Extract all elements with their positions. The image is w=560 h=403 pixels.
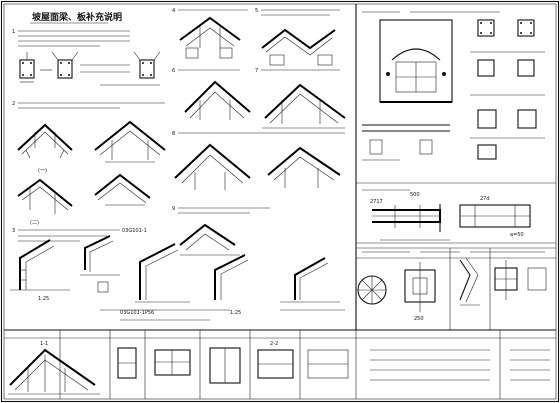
middle-details: 4 5 6 7 8 <box>100 8 346 321</box>
note-3-ref: 03G101-1 <box>122 228 147 234</box>
ref-a: 03G101-1P56 <box>120 310 154 316</box>
dim-500: 500 <box>410 192 420 198</box>
section-1-1-label: 1-1 <box>40 341 48 347</box>
section-2-ridge-frames: 2 (一) (二) <box>12 101 166 226</box>
dim-label: 1 <box>12 29 15 35</box>
dim-label: 3 <box>12 228 15 234</box>
case-1-label: (一) <box>38 168 47 174</box>
dim-label: 5 <box>255 8 258 14</box>
dim-label: 8 <box>172 131 175 137</box>
right-lower-nodes: 250 <box>356 248 556 330</box>
section-2-2-label: 2-2 <box>270 341 278 347</box>
case-2-label: (二) <box>30 220 39 226</box>
right-top-details <box>362 11 545 161</box>
dim-2717: 2717 <box>370 199 383 205</box>
ref-b: 1:25 <box>230 310 241 316</box>
dim-label: 6 <box>172 68 175 74</box>
sheet-inner-border <box>3 3 557 400</box>
dim-label: 2 <box>12 101 15 107</box>
dim-a50: a=50 <box>510 232 524 238</box>
section-1-details: 1 <box>12 29 161 86</box>
note-3-scale: 1:25 <box>38 296 49 302</box>
section-3-notes: 3 03G101-1 1:25 <box>10 228 147 302</box>
dim-label: 9 <box>172 206 175 212</box>
dim-27d: 27d <box>480 196 490 202</box>
dim-label: 4 <box>172 8 175 14</box>
dim-label: 7 <box>255 68 258 74</box>
main-title: 坡屋面梁、板补充说明 <box>32 11 122 23</box>
bottom-strip: 1-1 2-2 <box>4 330 556 399</box>
dim-250: 250 <box>414 316 424 322</box>
right-middle-beam: 2717 500 a=50 27d <box>362 189 531 241</box>
